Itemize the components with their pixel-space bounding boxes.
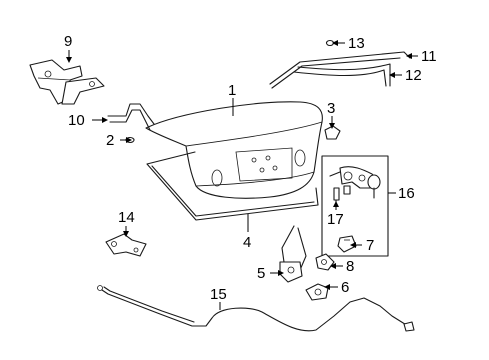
weatherstrip: [146, 151, 319, 221]
callout-3: 3: [327, 100, 335, 117]
lock-cylinder-box: [321, 155, 389, 257]
callout-labels: 1 2 3 4 5 6 7 8 9 10 11 12 13 14 15 16 1…: [64, 33, 437, 303]
release-handle: [305, 283, 329, 301]
callout-11: 11: [421, 48, 437, 65]
callout-7: 7: [366, 237, 374, 254]
callout-16: 16: [398, 185, 415, 202]
hinge-arm: [107, 103, 155, 131]
trunk-lid: [145, 101, 323, 199]
callout-13: 13: [348, 35, 365, 52]
leader-lines: [66, 40, 418, 310]
callout-4: 4: [243, 234, 251, 251]
callout-17: 17: [327, 211, 344, 228]
callout-15: 15: [210, 286, 227, 303]
callout-1: 1: [228, 82, 236, 99]
hinge: [29, 59, 105, 105]
support-rods: [269, 51, 411, 89]
actuator: [337, 235, 357, 253]
callout-12: 12: [405, 67, 422, 84]
striker: [105, 233, 147, 257]
release-cable: [97, 285, 415, 332]
callout-10: 10: [68, 112, 85, 129]
callout-8: 8: [346, 258, 354, 275]
callout-6: 6: [341, 279, 349, 296]
latch: [279, 225, 307, 283]
callout-2: 2: [106, 132, 114, 149]
callout-5: 5: [257, 265, 265, 282]
callout-14: 14: [118, 209, 135, 226]
callout-9: 9: [64, 33, 72, 50]
